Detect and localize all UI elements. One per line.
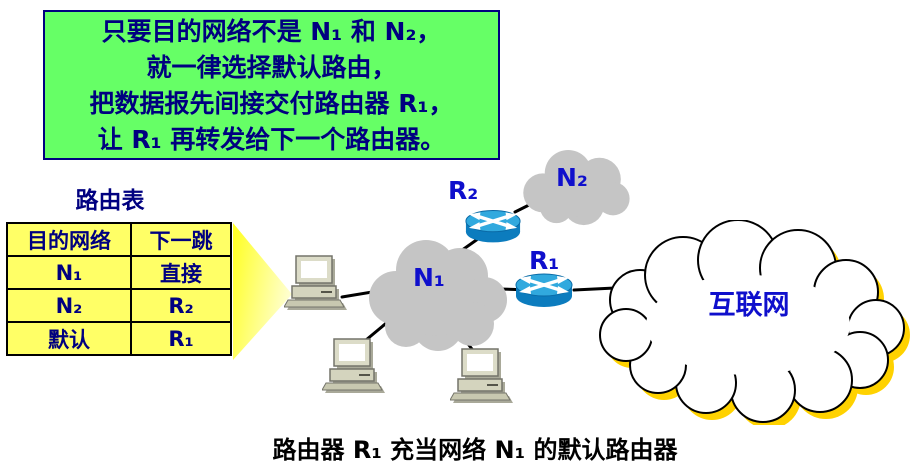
router-r1-icon [514,269,574,309]
router-r1-label: R₁ [529,246,560,275]
network-n2-label: N₂ [556,163,588,192]
computer-icon [450,347,514,407]
computer-icon [322,337,386,397]
table-row: N₁ 直接 [6,255,232,290]
network-n1-cloud-icon [356,234,508,352]
routing-table: 目的网络 下一跳 N₁ 直接 N₂ R₂ 默认 R₁ [6,222,232,356]
note-line-3: 把数据报先间接交付路由器 R₁， [89,89,454,118]
note-box: 只要目的网络不是 N₁ 和 N₂， 就一律选择默认路由， 把数据报先间接交付路由… [43,10,500,160]
note-line-1: 只要目的网络不是 N₁ 和 N₂， [101,17,442,46]
note-line-4: 让 R₁ 再转发给下一个路由器。 [97,125,446,154]
table-row: 默认 R₁ [6,321,232,356]
internet-label-wrap: 互联网 [588,283,910,322]
cell-dest-default: 默认 [6,321,132,356]
header-next-hop: 下一跳 [130,222,232,257]
note-line-2: 就一律选择默认路由， [146,53,397,82]
network-n1-label: N₁ [413,263,445,292]
table-row: N₂ R₂ [6,288,232,323]
internet-label: 互联网 [708,290,790,321]
cell-dest-n2: N₂ [6,288,132,323]
cell-dest-n1: N₁ [6,255,132,290]
cell-hop-r2: R₂ [130,288,232,323]
cell-hop-r1: R₁ [130,321,232,356]
caption: 路由器 R₁ 充当网络 N₁ 的默认路由器 [272,436,678,464]
internet-cloud-icon [588,220,910,425]
router-r2-label: R₂ [448,176,479,205]
computer-icon [284,254,348,314]
routing-table-title: 路由表 [75,188,145,214]
router-r2-icon [464,205,522,245]
table-header-row: 目的网络 下一跳 [6,222,232,257]
cell-hop-direct: 直接 [130,255,232,290]
header-dest-network: 目的网络 [6,222,132,257]
